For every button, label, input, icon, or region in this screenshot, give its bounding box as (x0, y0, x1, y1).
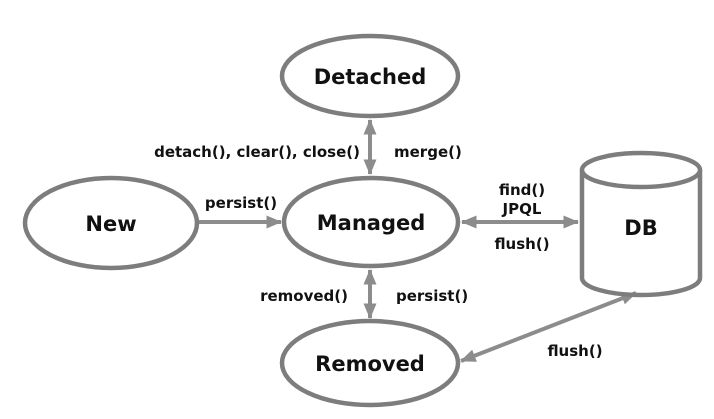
edge-label-jpql: JPQL (502, 200, 542, 218)
edge-label-persist-removed: persist() (396, 287, 468, 305)
edge-label-flush-managed: flush() (494, 235, 549, 253)
node-removed-label: Removed (315, 352, 425, 376)
edge-label-persist-new: persist() (205, 194, 277, 212)
node-detached-shape (279, 33, 461, 119)
node-new-shape (22, 175, 200, 271)
node-managed-shape (281, 175, 461, 269)
node-removed-shape (279, 318, 461, 408)
edge-label-detach-clear-close: detach(), clear(), close() (154, 143, 360, 161)
edge-label-flush-removed: flush() (547, 342, 602, 360)
edge-removed-db (460, 291, 637, 363)
node-db-shape (579, 150, 703, 298)
node-new-label: New (85, 212, 136, 236)
node-managed-label: Managed (317, 211, 426, 235)
edge-label-find: find() (499, 181, 545, 199)
node-detached-label: Detached (314, 65, 427, 89)
node-db-label: DB (624, 216, 657, 240)
edge-label-merge: merge() (394, 143, 462, 161)
edge-label-removed: removed() (260, 287, 348, 305)
